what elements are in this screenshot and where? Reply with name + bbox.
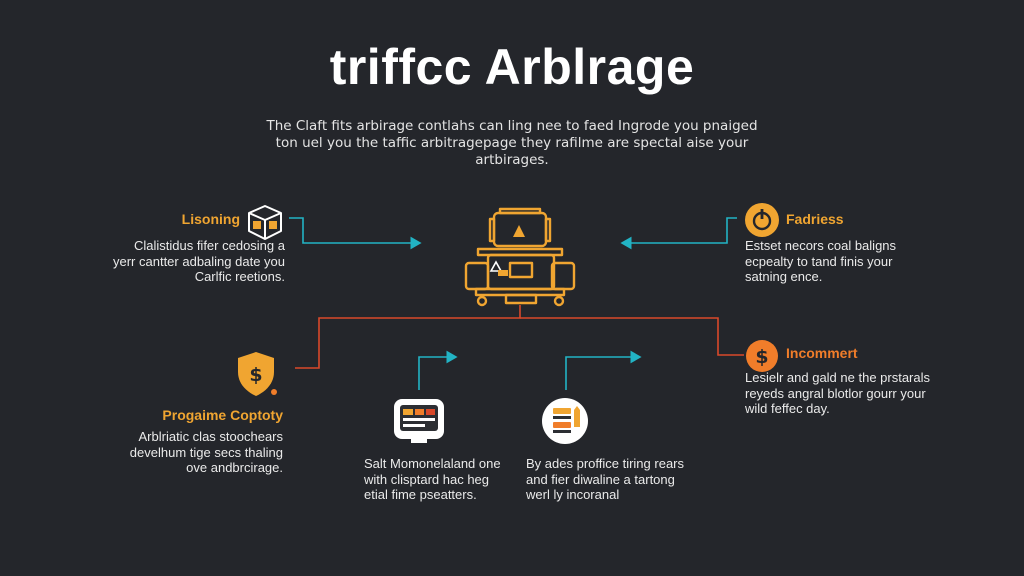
heading-progaime: Progaime Coptoty <box>162 407 283 423</box>
body-lisoning: Clalistidus fifer cedosing a yerr cantte… <box>113 238 285 284</box>
connector-lisoning <box>289 217 422 250</box>
power-icon <box>745 203 779 237</box>
heading-incommert: Incommert <box>786 345 858 361</box>
page-subtitle: The Claft fits arbirage contlahs can lin… <box>266 118 758 168</box>
connector-report <box>565 350 642 390</box>
body-fadriess: Estset necors coal baligns ecpealty to t… <box>745 238 897 284</box>
heading-fadriess: Fadriess <box>786 211 844 227</box>
heading-lisoning: Lisoning <box>181 211 240 227</box>
connector-center-branch <box>295 305 521 369</box>
arbitrage-machine-icon <box>464 207 576 307</box>
cube-icon <box>248 205 282 240</box>
connector-fadriess <box>620 217 737 250</box>
svg-text:$: $ <box>755 346 768 368</box>
svg-text:$: $ <box>249 364 262 386</box>
shield-dollar-icon: $ <box>238 352 277 396</box>
report-icon <box>542 398 588 444</box>
body-report: By ades proffice tiring rears and fier d… <box>526 456 684 502</box>
body-incommert: Lesielr and gald ne the prstarals reyeds… <box>745 370 931 416</box>
dollar-coin-icon: $ <box>746 340 778 372</box>
dashboard-monitor-icon <box>394 399 444 443</box>
body-monitor: Salt Momonelaland one with clisptard hac… <box>364 456 501 502</box>
connector-monitor <box>418 350 458 390</box>
connector-incommert <box>520 317 744 356</box>
body-progaime: Arblriatic clas stoochears develhum tige… <box>129 429 283 475</box>
page-title: triffcc Arblrage <box>329 39 695 95</box>
